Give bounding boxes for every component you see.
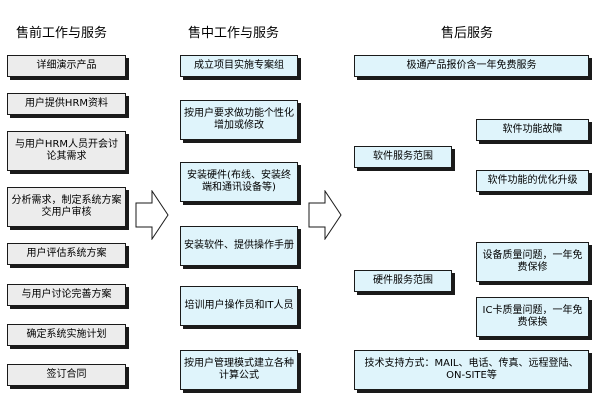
- mid-step-training: 培训用户操作员和IT人员: [180, 286, 298, 326]
- post-software-fault: 软件功能故障: [476, 119, 589, 141]
- post-price-includes-service: 极通产品报价含一年免费服务: [354, 55, 589, 77]
- mid-step-customize: 按用户要求做功能个性化增加或修改: [180, 100, 298, 140]
- mid-sales-title: 售中工作与服务: [188, 26, 280, 41]
- flow-arrow-icon: [308, 190, 342, 240]
- pre-step-demo: 详细演示产品: [7, 55, 126, 77]
- mid-step-software: 安装软件、提供操作手册: [180, 226, 298, 266]
- post-support-methods: 技术支持方式：MAIL、电话、传真、远程登陆、ON-SITE等: [354, 350, 589, 390]
- pre-sales-title: 售前工作与服务: [16, 26, 108, 41]
- mid-step-project-team: 成立项目实施专案组: [180, 55, 298, 77]
- mid-step-hardware: 安装硬件(布线、安装终端和通讯设备等): [180, 162, 298, 202]
- pre-step-contract: 签订合同: [7, 364, 126, 386]
- after-sales-title: 售后服务: [441, 26, 494, 41]
- pre-step-meeting: 与用户HRM人员开会讨论其需求: [7, 131, 126, 171]
- post-software-scope: 软件服务范围: [354, 146, 452, 168]
- pre-step-discuss: 与用户讨论完善方案: [7, 284, 126, 306]
- pre-step-evaluate: 用户评估系统方案: [7, 243, 126, 265]
- pre-step-analysis: 分析需求，制定系统方案交用户审核: [7, 187, 126, 227]
- post-device-warranty: 设备质量问题，一年免费保修: [476, 242, 589, 282]
- mid-step-formulas: 按用户管理模式建立各种计算公式: [180, 350, 298, 390]
- pre-step-provide-data: 用户提供HRM资料: [7, 93, 126, 115]
- post-software-upgrade: 软件功能的优化升级: [476, 170, 589, 192]
- pre-step-plan: 确定系统实施计划: [7, 324, 126, 346]
- post-iccard-warranty: IC卡质量问题，一年免费保换: [476, 297, 589, 337]
- post-hardware-scope: 硬件服务范围: [354, 270, 452, 292]
- flow-arrow-icon: [135, 190, 169, 240]
